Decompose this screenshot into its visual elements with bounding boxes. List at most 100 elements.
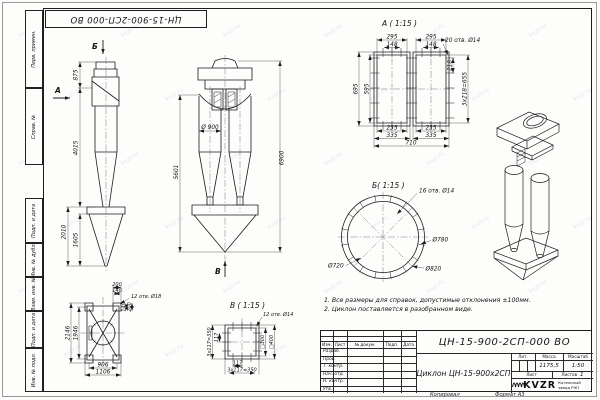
scale-value: 1:50 (571, 362, 585, 369)
tb-line (535, 353, 536, 371)
dim-875: 875 (74, 69, 80, 80)
mass-label: Масса (542, 354, 556, 359)
dim-148: 148 (386, 42, 397, 48)
dim-350: 3х117=350 (207, 327, 213, 356)
tb-line (321, 336, 416, 337)
holes-note-16: 16 отв. Ø14 (419, 188, 454, 195)
view-isometric (493, 111, 560, 281)
section-arrow-a: А (54, 86, 61, 95)
dim-2010: 2010 (62, 224, 68, 239)
dim-218: 218 (448, 60, 454, 71)
dim-1946: 1946 (74, 325, 80, 340)
tb-line (511, 360, 593, 361)
tb-line (321, 385, 416, 387)
tb-line (416, 353, 593, 355)
dim-655: 3х218=655 (463, 72, 469, 106)
col-izm: Изм. (322, 342, 332, 347)
tb-line (347, 331, 348, 393)
centerline (218, 318, 266, 366)
logo-caption: Котельный завод РЭП (558, 380, 581, 390)
col-data: Дата (403, 342, 414, 347)
corner-stamp: ЦН-15-900-2СП-000 ВО (45, 10, 207, 28)
dim-117b: 117 (233, 361, 243, 367)
dim-sq300: □300 (260, 335, 266, 349)
dim-4015: 4015 (74, 140, 80, 155)
tb-line (321, 355, 416, 357)
centerline (368, 46, 455, 132)
company-logo: KVZR Котельный завод РЭП (511, 378, 593, 393)
view-detail-b-leaders (345, 193, 432, 269)
col-podp: Подп. (385, 342, 399, 347)
tb-line (511, 353, 513, 393)
margin-cell-vzam-inv: Взам. инв. № (25, 277, 43, 311)
dim-1605: 1605 (74, 232, 80, 247)
view-side-elevation (86, 61, 126, 267)
view-front-elevation (191, 58, 259, 253)
centerline (209, 55, 241, 260)
dim-6900: 6900 (280, 150, 286, 165)
logo-text: KVZR (523, 380, 557, 391)
row-prov: Пров. (323, 356, 336, 362)
holes-note-12: 12 отв. Ø14 (263, 311, 293, 318)
margin-cell-inv-dubl: Инв. № дубл. (25, 243, 43, 277)
tb-line (321, 341, 416, 342)
note-2: 2. Циклон поставляется в разобранном вид… (324, 306, 473, 313)
margin-cell-podp-data-1: Подп. и дата (25, 198, 43, 243)
dim-d900: Ø 900 (200, 124, 219, 131)
tb-line (563, 353, 564, 371)
row-tkontr: Т. контр. (323, 364, 344, 370)
dim-235: 235 (425, 125, 436, 131)
dim-710: 710 (405, 140, 416, 146)
dim-595: 595 (365, 83, 371, 94)
logo-caption-line2: завод РЭП (558, 384, 580, 390)
tb-line (401, 331, 402, 393)
row-nachotd: Нач. отд. (323, 371, 345, 377)
product-name: Циклон ЦН-15-900х2СП (416, 368, 511, 378)
title-block: Изм. Лист № докум. Подп. Дата Разраб. Пр… (320, 330, 593, 393)
dim-200: 200 (112, 282, 122, 288)
lit-label: Лит. (518, 354, 528, 359)
tb-line (321, 348, 416, 349)
doc-number: ЦН-15-900-2СП-000 ВО (438, 336, 571, 348)
tb-line (511, 378, 593, 379)
view-support-dims (69, 285, 134, 377)
copied-label: Копировал (430, 392, 460, 398)
row-utv: Утв. (323, 386, 333, 392)
sheet-label: Лист (526, 372, 537, 377)
row-nkontr: Н. контр. (323, 379, 345, 385)
tb-line (383, 331, 384, 393)
tb-line (519, 360, 520, 371)
dim-5601: 5601 (174, 165, 180, 180)
tb-line (333, 331, 334, 393)
logo-caption-line1: Котельный (558, 380, 581, 386)
margin-cell-podp-data-2: Подп. и дата (25, 311, 43, 348)
dim-sq400: □400 (269, 335, 275, 349)
dim-d820: Ø820 (425, 266, 442, 273)
view-side-dims (53, 40, 106, 267)
centerline (338, 192, 428, 282)
dim-d720: Ø720 (327, 263, 344, 270)
dim-117: 117 (214, 332, 220, 342)
dim-140r: 140 (121, 302, 127, 312)
centerline (80, 297, 126, 369)
dim-2146: 2146 (66, 325, 72, 340)
dim-1106: 1106 (96, 369, 111, 375)
section-arrow-b: Б (92, 42, 98, 51)
margin-cell-sprav: Справ. № (25, 88, 43, 165)
notes-block: 1. Все размеры для справок, допустимые о… (324, 296, 586, 314)
row-razrab: Разраб. (323, 349, 341, 355)
sheets-label: Листов (561, 372, 578, 377)
sheets-value: 1 (580, 371, 584, 378)
note-1: 1. Все размеры для справок, допустимые о… (324, 297, 531, 304)
holes-note-18: 12 отв. Ø18 (131, 293, 161, 300)
detail-v-title: В ( 1:15 ) (230, 301, 265, 310)
dim-140: 140 (112, 288, 122, 294)
sheets-cell: Листов 1 (552, 371, 593, 378)
col-list: Лист (334, 342, 346, 347)
detail-b-title: Б( 1:15 ) (372, 181, 405, 190)
dim-695: 695 (354, 83, 360, 94)
margin-cell-perv-primen: Перв. примен. (25, 10, 43, 88)
dim-350b: 3х117=350 (227, 368, 256, 374)
tb-line (416, 331, 418, 393)
